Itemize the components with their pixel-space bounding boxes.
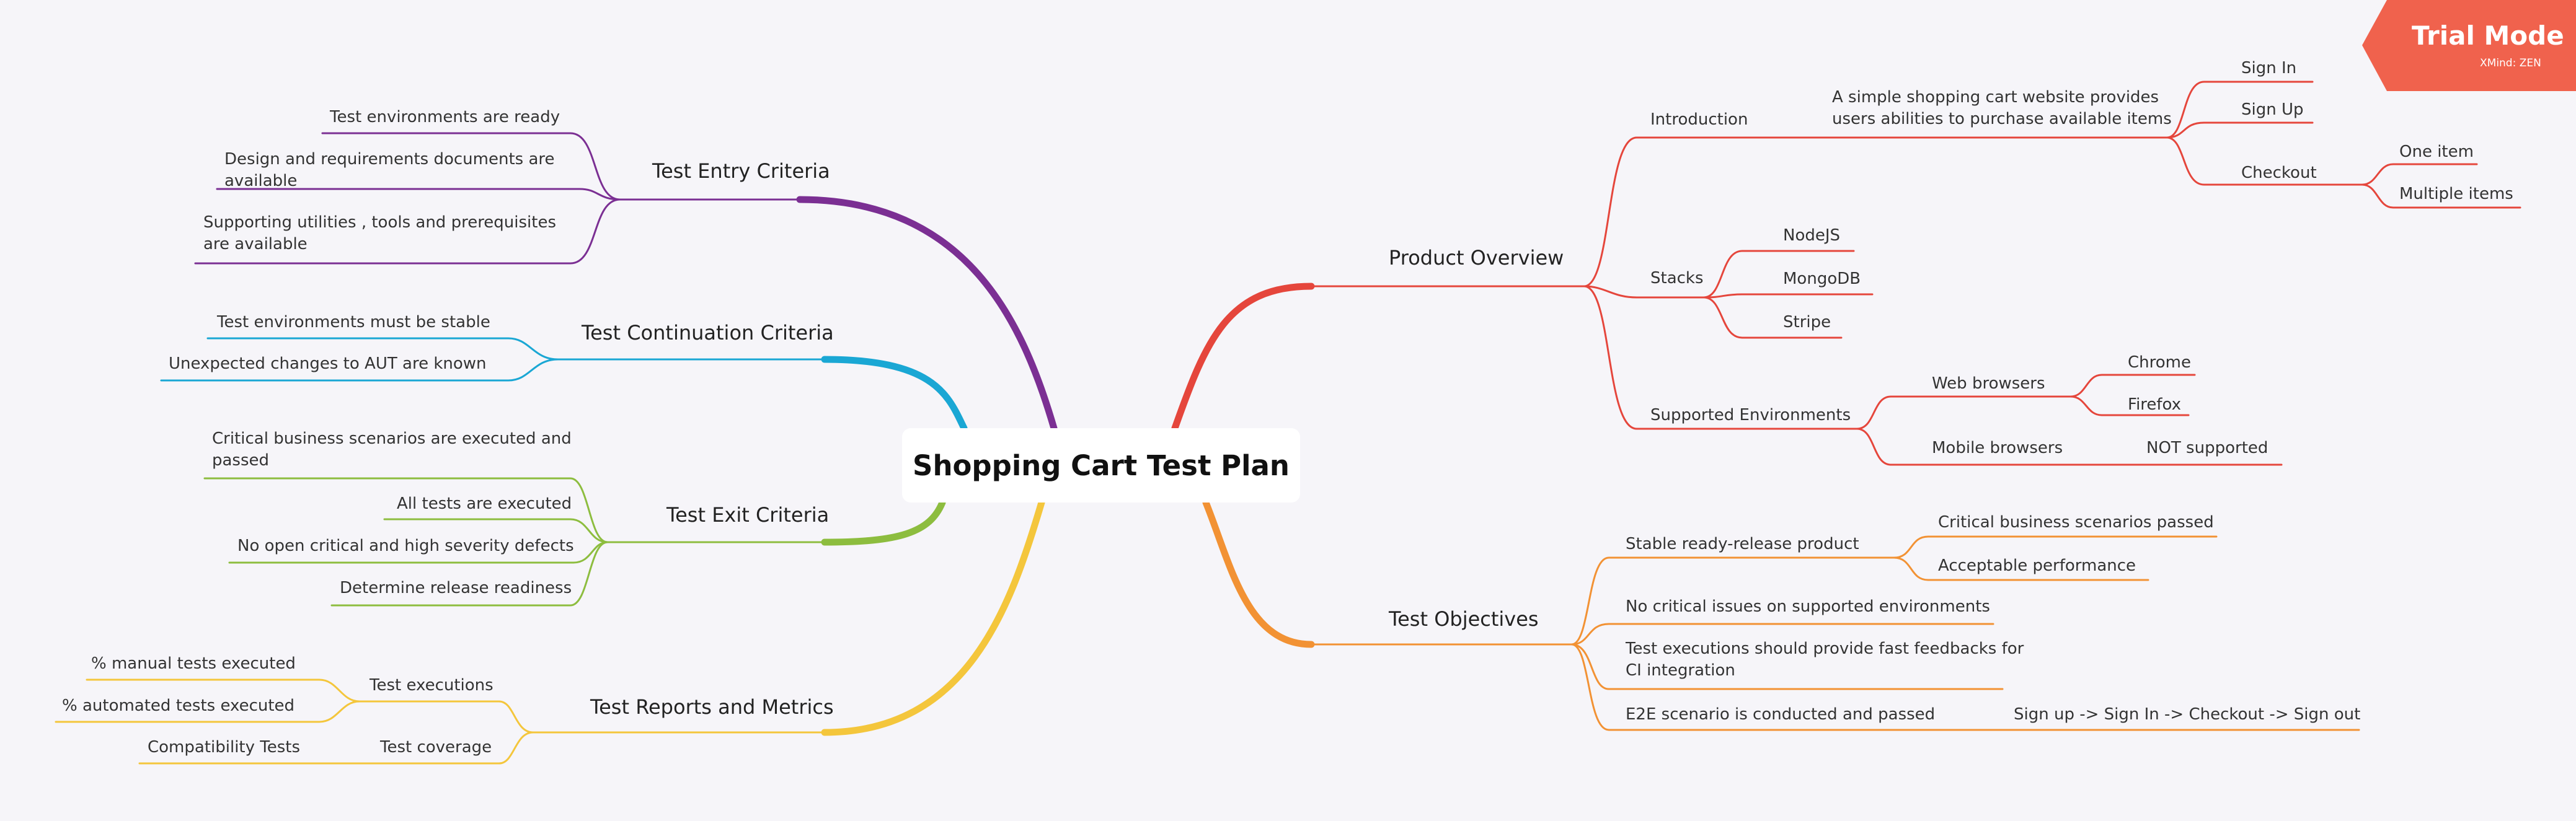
subtopic-stable-product[interactable]: Stable ready-release product — [1626, 535, 1859, 553]
trial-mode-badge[interactable] — [2362, 0, 2576, 91]
subtopic-checkout[interactable]: Checkout — [2241, 164, 2317, 182]
trial-mode-title[interactable]: Trial Mode — [2412, 20, 2564, 51]
branch-continuation-criteria — [821, 356, 968, 432]
subtopic-e2e-flow[interactable]: Sign up -> Sign In -> Checkout -> Sign o… — [2014, 705, 2361, 724]
subtopic-automated-tests[interactable]: % automated tests executed — [62, 696, 295, 715]
branch-reports-metrics — [821, 499, 1045, 736]
subtopic-stacks[interactable]: Stacks — [1650, 269, 1704, 288]
topic-reports-metrics[interactable]: Test Reports and Metrics — [590, 695, 834, 719]
topic-continuation-criteria[interactable]: Test Continuation Criteria — [582, 321, 834, 345]
branch-exit-criteria — [821, 499, 946, 546]
subtopic-env-stable[interactable]: Test environments must be stable — [217, 313, 490, 331]
subtopic-utilities-available[interactable]: Supporting utilities , tools and prerequ… — [203, 213, 557, 253]
subtopic-chrome[interactable]: Chrome — [2128, 353, 2191, 372]
subtopic-firefox[interactable]: Firefox — [2128, 395, 2182, 414]
central-topic-label: Shopping Cart Test Plan — [913, 449, 1290, 482]
subtopic-test-coverage[interactable]: Test coverage — [380, 738, 492, 757]
central-topic[interactable]: Shopping Cart Test Plan — [902, 428, 1300, 503]
branch-product-overview — [1171, 283, 1315, 432]
subtopic-intro-description[interactable]: A simple shopping cart website provides … — [1832, 88, 2172, 128]
topic-test-objectives[interactable]: Test Objectives — [1389, 607, 1539, 631]
subtopic-not-supported[interactable]: NOT supported — [2146, 439, 2268, 457]
subtopic-critical-executed[interactable]: Critical business scenarios are executed… — [212, 429, 572, 470]
subtopic-multiple-items[interactable]: Multiple items — [2399, 185, 2513, 203]
subtopic-test-executions[interactable]: Test executions — [370, 676, 494, 695]
subtopic-sign-in[interactable]: Sign In — [2241, 59, 2297, 77]
topic-product-overview[interactable]: Product Overview — [1389, 246, 1564, 270]
subtopic-all-tests-executed[interactable]: All tests are executed — [397, 494, 572, 513]
subtopic-no-open-defects[interactable]: No open critical and high severity defec… — [237, 537, 574, 555]
subtopic-introduction[interactable]: Introduction — [1650, 110, 1748, 129]
subtopic-docs-available[interactable]: Design and requirements documents are av… — [224, 150, 555, 190]
subtopic-acceptable-performance[interactable]: Acceptable performance — [1938, 556, 2136, 575]
trial-mode-subtitle: XMind: ZEN — [2480, 57, 2541, 69]
subtopic-nodejs[interactable]: NodeJS — [1783, 226, 1841, 245]
subtopic-compatibility-tests[interactable]: Compatibility Tests — [148, 738, 301, 757]
subtopic-mobile-browsers[interactable]: Mobile browsers — [1932, 439, 2063, 457]
subtopic-critical-scenarios-passed[interactable]: Critical business scenarios passed — [1938, 513, 2214, 532]
subtopic-web-browsers[interactable]: Web browsers — [1932, 374, 2045, 393]
topic-exit-criteria[interactable]: Test Exit Criteria — [666, 503, 830, 527]
subtopic-manual-tests[interactable]: % manual tests executed — [91, 654, 296, 673]
subtopic-supported-environments[interactable]: Supported Environments — [1650, 406, 1851, 424]
subtopic-sign-up[interactable]: Sign Up — [2241, 100, 2304, 119]
subtopic-one-item[interactable]: One item — [2399, 143, 2474, 161]
topic-entry-criteria[interactable]: Test Entry Criteria — [652, 159, 830, 183]
subtopic-no-critical-issues[interactable]: No critical issues on supported environm… — [1626, 597, 1990, 616]
subtopic-env-ready[interactable]: Test environments are ready — [330, 108, 560, 126]
subtopic-stripe[interactable]: Stripe — [1783, 313, 1831, 331]
subtopic-unexpected-changes[interactable]: Unexpected changes to AUT are known — [169, 354, 487, 373]
subtopic-release-readiness[interactable]: Determine release readiness — [340, 579, 572, 597]
subtopic-fast-feedbacks[interactable]: Test executions should provide fast feed… — [1626, 639, 2024, 680]
subtopic-e2e-scenario[interactable]: E2E scenario is conducted and passed — [1626, 705, 1936, 724]
branch-entry-criteria — [796, 196, 1058, 432]
branch-test-objectives — [1202, 499, 1315, 648]
subtopic-mongodb[interactable]: MongoDB — [1783, 270, 1861, 288]
